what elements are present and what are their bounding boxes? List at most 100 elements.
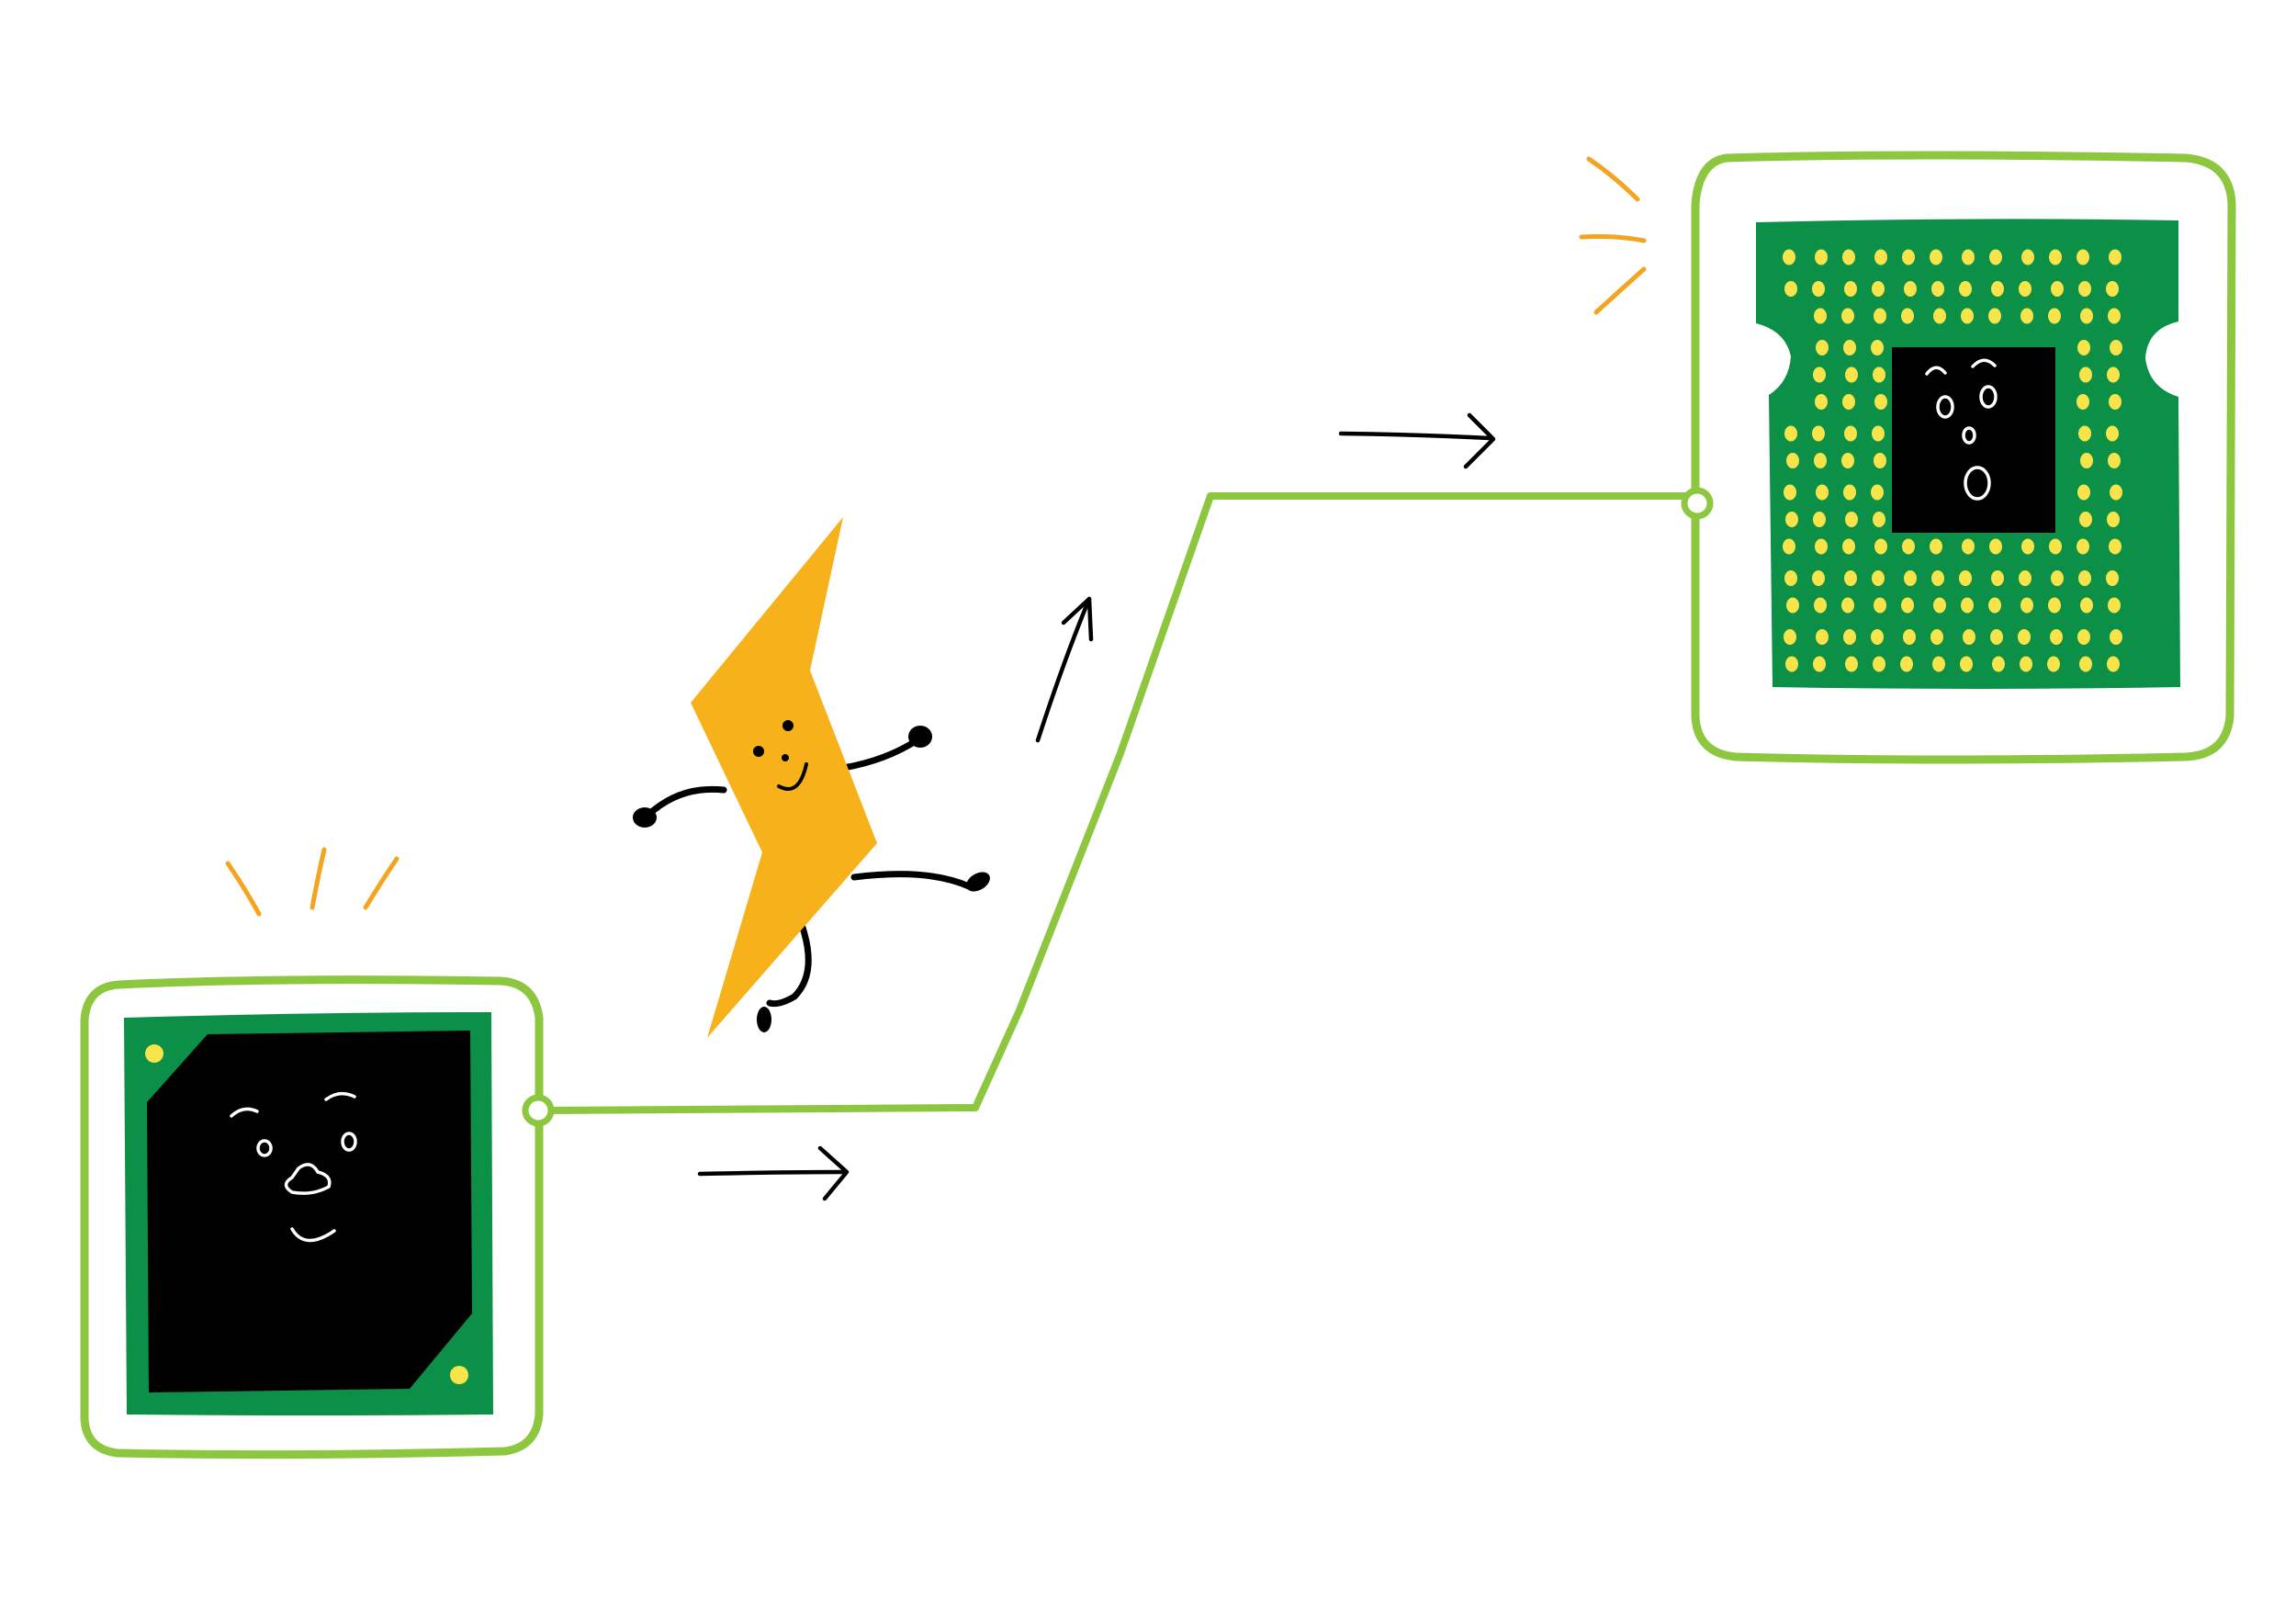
source-chip (80, 975, 555, 1460)
target-chip-pad (2019, 570, 2032, 586)
target-chip-pad (2077, 340, 2090, 355)
target-chip-pad (1844, 425, 1857, 442)
eye-right (782, 720, 793, 731)
target-chip-pad (2048, 597, 2061, 614)
target-chip-pad (2109, 394, 2122, 410)
target-chip-pad (1815, 394, 1828, 410)
target-chip-pad (2020, 597, 2033, 614)
target-chip-pad (1874, 597, 1886, 614)
target-chip-pad (1815, 249, 1828, 265)
bolt-arm-right (839, 736, 922, 772)
target-chip-pad (1931, 570, 1944, 586)
target-chip-pad (1990, 629, 2003, 645)
sparkle-line (1593, 266, 1647, 315)
target-chip-pad (1842, 394, 1855, 410)
bolt-leg-left (766, 924, 812, 1008)
target-chip-pad (2020, 308, 2033, 324)
target-chip (1681, 151, 2236, 764)
eyebrow-left (1925, 366, 1947, 376)
mouth (777, 762, 808, 791)
arrow-shaft (697, 1169, 846, 1177)
target-chip-pad (1785, 656, 1798, 672)
target-chip-pad (1842, 249, 1855, 265)
eyebrow-right (324, 1091, 356, 1101)
surprised-chip-icon (1925, 358, 1998, 501)
target-chip-pad (1900, 656, 1913, 672)
target-chip-pad (1871, 484, 1884, 501)
mouth (1964, 466, 1991, 501)
target-chip-pad (1874, 308, 1886, 324)
target-chip-pad (1845, 656, 1858, 672)
target-chip-pad (1873, 656, 1885, 672)
target-chip-pad (1992, 656, 2005, 672)
target-chip-pad (2021, 538, 2034, 555)
target-chip-pad (2110, 340, 2122, 355)
target-chip-pad (1961, 597, 1974, 614)
target-chip-pad (1988, 308, 2001, 324)
bolt-hand-right (908, 726, 932, 748)
target-chip-pad (1931, 281, 1944, 297)
target-chip-pad (1930, 629, 1943, 645)
target-chip-pad (1988, 597, 2001, 614)
target-chip-pad (2078, 570, 2091, 586)
target-chip-pad (1961, 308, 1974, 324)
target-chip-pad (1843, 340, 1856, 355)
eye-left (256, 1139, 273, 1157)
target-chip-pad (2109, 538, 2122, 555)
bolt-leg-right (850, 871, 973, 890)
target-chip-pad (1845, 366, 1858, 383)
target-chip-pad (1871, 340, 1884, 355)
target-chip-pad (2050, 629, 2063, 645)
target-chip-pad (2048, 308, 2061, 324)
target-chip-pad (1784, 570, 1797, 586)
target-chip-pad (1960, 656, 1973, 672)
bolt-foot-left (757, 1007, 771, 1032)
target-chip-pad (1816, 340, 1829, 355)
target-chip-pad (1874, 538, 1887, 555)
target-chip-pad (1902, 538, 1915, 555)
running-lightning-bolt-icon (633, 517, 990, 1038)
arrow-shaft (1035, 596, 1092, 743)
target-chip-pad (2077, 394, 2089, 410)
target-chip-pad (1933, 597, 1946, 614)
target-chip-pad (1816, 629, 1829, 645)
target-chip-pad (1816, 484, 1829, 501)
target-chip-pad (1930, 249, 1942, 265)
target-chip-pad (1844, 281, 1857, 297)
sparkle-line (225, 861, 262, 917)
target-chip-pad (2049, 538, 2062, 555)
bolt-foot-right (966, 872, 990, 892)
target-chip-pad (2020, 656, 2032, 672)
sparkle-line (1586, 156, 1640, 202)
sparkle-line (1579, 234, 1647, 243)
target-chip-port (1681, 487, 1714, 520)
nose (782, 754, 789, 761)
sparkle-lines-icon (1579, 156, 1647, 315)
target-chip-pad (2021, 249, 2034, 265)
target-chip-pad (1784, 629, 1796, 645)
target-chip-pad (1932, 656, 1945, 672)
target-chip-pad (2018, 629, 2031, 645)
eyebrow-left (230, 1107, 259, 1118)
target-chip-pad (1904, 570, 1917, 586)
target-chip-pad (1786, 453, 1799, 468)
target-chip-pad (1841, 308, 1854, 324)
smiling-chip-icon (230, 1091, 357, 1243)
target-chip-pad (1814, 308, 1827, 324)
target-chip-pad (1871, 629, 1884, 645)
sparkle-line (363, 856, 400, 910)
source-chip-die (147, 1031, 472, 1392)
target-chip-pad (2110, 629, 2122, 645)
target-chip-pad (1991, 281, 2004, 297)
target-chip-pad (1901, 597, 1914, 614)
target-chip-pad (1873, 512, 1885, 527)
target-chip-pad (2079, 366, 2092, 383)
arrow-icon (697, 1145, 850, 1201)
target-chip-pad (1989, 249, 2002, 265)
target-chip-pad (1901, 308, 1914, 324)
target-chip-pad (2019, 281, 2032, 297)
arrow-icon (1338, 412, 1496, 469)
target-chip-pad (1812, 570, 1825, 586)
target-chip-pad (1812, 281, 1825, 297)
